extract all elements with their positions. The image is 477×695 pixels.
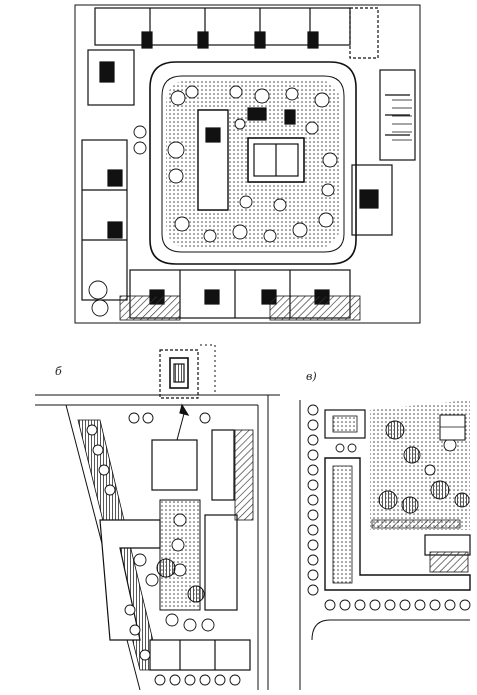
- plan-a-courtyard-block: [74, 4, 421, 324]
- plan-a-top-buildings: [94, 7, 379, 59]
- panel-label-b: б: [55, 365, 62, 378]
- panel-label-c: в): [306, 370, 317, 383]
- plan-b-linear-block: [35, 344, 280, 691]
- plan-c-corner-block: [299, 400, 471, 690]
